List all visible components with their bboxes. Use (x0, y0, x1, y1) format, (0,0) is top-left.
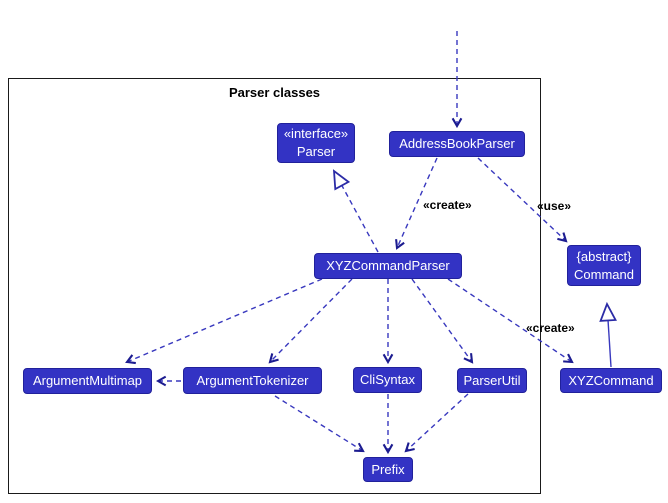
node-command-stereotype: {abstract} (576, 248, 632, 264)
edge-argumenttokenizer-to-prefix (274, 395, 365, 453)
node-clisyntax: CliSyntax (353, 367, 422, 393)
edge-label-create-xyzcommandparser: «create» (423, 198, 472, 212)
node-command-name: Command (574, 266, 634, 282)
node-xyzcommandparser: XYZCommandParser (314, 253, 462, 279)
node-parser-interface: «interface» Parser (277, 123, 355, 163)
node-argumenttokenizer-name: ArgumentTokenizer (196, 372, 309, 388)
node-xyzcommandparser-name: XYZCommandParser (326, 258, 450, 274)
edge-addressbookparser-uses-command (477, 157, 568, 243)
edge-addressbookparser-creates-xyzcommandparser (395, 157, 438, 250)
edge-label-use-command: «use» (537, 199, 572, 213)
frame-title: Parser classes (228, 85, 321, 100)
node-xyzcommand-name: XYZCommand (568, 372, 654, 388)
edge-xyzcommand-extends-command (599, 301, 617, 368)
edge-xyzcommandparser-realizes-parser (332, 169, 379, 253)
edge-parserutil-to-prefix (404, 393, 469, 453)
edge-label-create-xyzcommand: «create» (526, 321, 575, 335)
edge-xyzcommandparser-creates-xyzcommand (447, 278, 574, 364)
node-command-abstract: {abstract} Command (567, 245, 641, 286)
edge-xyzcommandparser-to-argumentmultimap (125, 278, 323, 365)
edge-xyzcommandparser-to-argumenttokenizer (268, 278, 353, 364)
edge-xyzcommandparser-to-parserutil (411, 278, 474, 364)
node-addressbookparser-name: AddressBookParser (399, 136, 515, 152)
parser-classes-frame: Parser classes (8, 78, 541, 494)
node-prefix-name: Prefix (371, 461, 405, 477)
node-parser-name: Parser (296, 144, 336, 159)
node-argumentmultimap: ArgumentMultimap (23, 368, 152, 394)
node-parserutil: ParserUtil (457, 368, 527, 393)
node-parserutil-name: ParserUtil (463, 372, 521, 388)
node-prefix: Prefix (363, 457, 413, 482)
node-argumenttokenizer: ArgumentTokenizer (183, 367, 322, 394)
node-argumentmultimap-name: ArgumentMultimap (32, 373, 143, 389)
node-parser-stereotype: «interface» (283, 126, 349, 142)
node-clisyntax-name: CliSyntax (360, 372, 415, 388)
node-addressbookparser: AddressBookParser (389, 131, 525, 157)
node-xyzcommand: XYZCommand (560, 368, 662, 393)
